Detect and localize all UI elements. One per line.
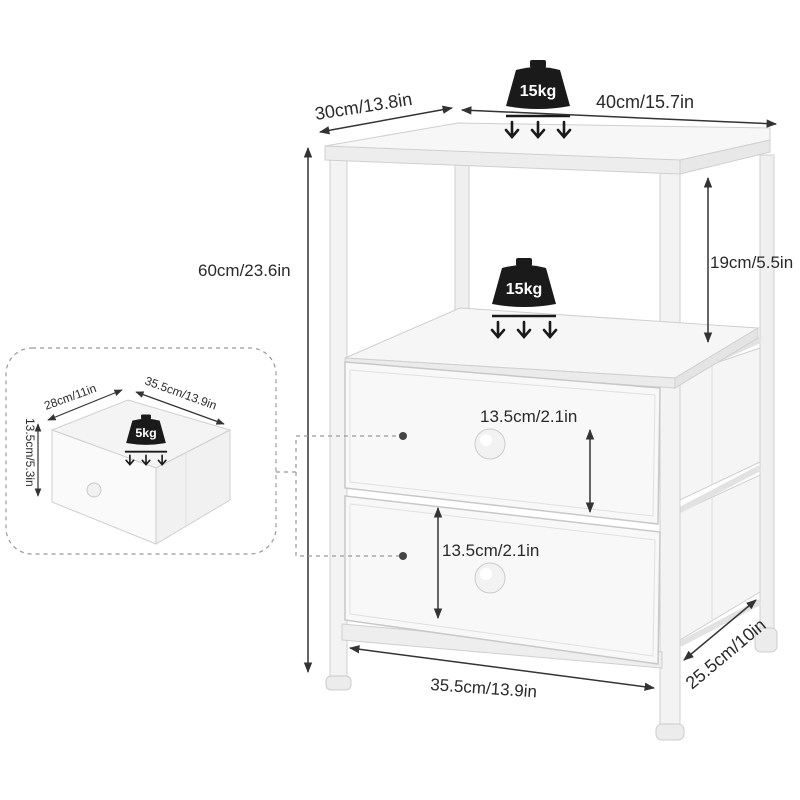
top-weight-label: 15kg [520, 83, 556, 100]
inset-height-label: 13.5cm/5.3in [23, 418, 37, 487]
front-right-post [659, 169, 681, 731]
drawer-weight-label: 5kg [135, 426, 156, 440]
drawer2-height-label: 13.5cm/2.1in [442, 541, 539, 560]
dimension-annotations [303, 105, 778, 691]
drawer-bottom[interactable] [344, 495, 661, 665]
side-panel-lower [679, 474, 761, 641]
inset-depth-line [47, 389, 123, 421]
drawer-top[interactable] [344, 361, 661, 525]
front-left-foot [325, 675, 352, 691]
shelf-weight-label: 15kg [506, 281, 542, 298]
drawer-detail-inset: 5kg 28cm/11in 35.5cm/13.9in 13.5cm/5.3in [5, 347, 277, 555]
inset-drawer-knob [86, 482, 102, 498]
top-width-label: 40cm/15.7in [596, 92, 694, 112]
inset-frame [5, 347, 277, 555]
rear-left-post [454, 159, 470, 311]
nightstand [324, 122, 778, 741]
top-depth-line [318, 105, 454, 135]
front-right-foot [655, 723, 685, 741]
callout-dot-top [399, 432, 407, 440]
drawer1-height-label: 13.5cm/2.1in [480, 407, 577, 426]
drawer-weight-indicator: 5kg [124, 414, 168, 466]
rear-right-post [759, 154, 775, 631]
callout-connectors [276, 435, 400, 557]
total-height-label: 60cm/23.6in [198, 261, 291, 280]
drawer-width-line [348, 645, 656, 691]
callout-dot-bottom [399, 552, 407, 560]
shelf-gap-label: 19cm/5.5in [710, 253, 793, 272]
inset-width-line [135, 391, 225, 425]
top-width-line [460, 106, 778, 128]
shelf-weight-indicator: 15kg [490, 258, 558, 339]
side-rail-lower [678, 465, 762, 513]
inset-width-label: 35.5cm/13.9in [143, 374, 219, 413]
inset-depth-label: 28cm/11in [42, 381, 98, 413]
drawer-width-label: 35.5cm/13.9in [430, 675, 538, 701]
drawer-depth-line [683, 599, 757, 661]
top-depth-label: 30cm/13.8in [313, 89, 413, 124]
